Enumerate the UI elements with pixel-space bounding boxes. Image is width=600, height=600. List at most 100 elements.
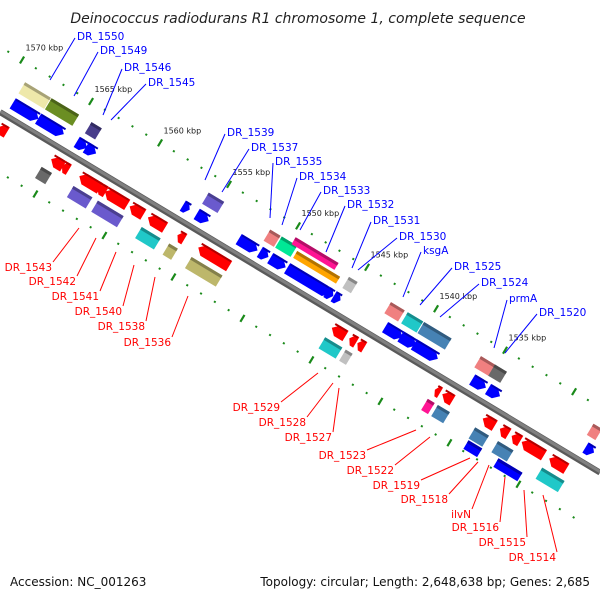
gene-box[interactable]: [488, 364, 507, 383]
forward-gene-label[interactable]: DR_1533: [323, 185, 370, 197]
gene-box[interactable]: [291, 237, 339, 270]
forward-gene-arrow[interactable]: [582, 442, 597, 457]
forward-gene-arrow[interactable]: [381, 321, 405, 343]
forward-gene-label[interactable]: DR_1537: [251, 142, 298, 154]
reverse-gene-arrow[interactable]: [76, 171, 104, 194]
forward-gene-label[interactable]: DR_1535: [275, 156, 322, 168]
gene-box[interactable]: [468, 427, 489, 447]
reverse-gene-label[interactable]: DR_1519: [373, 480, 420, 492]
reverse-gene-arrow[interactable]: [432, 385, 444, 398]
forward-gene-label[interactable]: DR_1524: [481, 277, 529, 289]
reverse-gene-arrow[interactable]: [546, 453, 570, 474]
forward-gene-arrow[interactable]: [35, 113, 67, 140]
gene-box[interactable]: [491, 441, 514, 462]
gene-box[interactable]: [463, 440, 483, 458]
forward-gene-arrow[interactable]: [9, 98, 42, 124]
forward-gene-arrow[interactable]: [73, 136, 90, 153]
gene-box[interactable]: [66, 186, 93, 209]
forward-gene-arrow[interactable]: [330, 291, 344, 305]
reverse-gene-arrow[interactable]: [102, 186, 131, 211]
forward-gene-arrow[interactable]: [397, 331, 419, 351]
gene-box[interactable]: [84, 122, 102, 140]
gene-box[interactable]: [401, 312, 424, 333]
gene-box[interactable]: [431, 404, 450, 424]
gene-box[interactable]: [384, 302, 405, 322]
reverse-gene-label[interactable]: DR_1523: [319, 450, 366, 462]
reverse-gene-arrow[interactable]: [329, 323, 349, 342]
reverse-gene-label[interactable]: ilvN: [451, 509, 471, 521]
gene-box[interactable]: [18, 82, 51, 109]
reverse-gene-arrow[interactable]: [48, 154, 67, 172]
reverse-gene-arrow[interactable]: [174, 230, 188, 245]
gene-box[interactable]: [421, 398, 435, 415]
gene-box[interactable]: [318, 337, 343, 359]
gene-box[interactable]: [493, 458, 523, 482]
reverse-gene-label[interactable]: DR_1518: [401, 494, 448, 506]
gene-box[interactable]: [586, 423, 600, 441]
reverse-gene-arrow[interactable]: [0, 122, 10, 138]
gene-box[interactable]: [184, 256, 223, 287]
reverse-gene-arrow[interactable]: [94, 182, 109, 198]
reverse-gene-arrow[interactable]: [346, 333, 360, 348]
gene-box[interactable]: [34, 166, 52, 185]
forward-gene-arrow[interactable]: [469, 374, 489, 393]
reverse-gene-label[interactable]: DR_1515: [479, 537, 526, 549]
forward-gene-label[interactable]: DR_1550: [77, 31, 124, 43]
gene-box[interactable]: [91, 200, 124, 228]
forward-gene-arrow[interactable]: [284, 263, 333, 299]
gene-box[interactable]: [162, 243, 178, 260]
gene-box[interactable]: [293, 251, 341, 284]
forward-gene-label[interactable]: DR_1525: [454, 261, 501, 273]
gene-box[interactable]: [417, 322, 452, 350]
reverse-gene-label[interactable]: DR_1538: [98, 321, 145, 333]
forward-gene-arrow[interactable]: [323, 286, 336, 301]
reverse-gene-arrow[interactable]: [439, 389, 456, 406]
reverse-gene-label[interactable]: DR_1527: [285, 432, 332, 444]
forward-gene-label[interactable]: DR_1534: [299, 171, 347, 183]
forward-gene-label[interactable]: DR_1531: [373, 215, 420, 227]
gene-box[interactable]: [342, 276, 358, 294]
forward-gene-arrow[interactable]: [179, 200, 193, 214]
reverse-gene-arrow[interactable]: [497, 424, 512, 440]
reverse-gene-label[interactable]: DR_1543: [5, 262, 52, 274]
reverse-gene-arrow[interactable]: [519, 437, 548, 461]
gene-box[interactable]: [535, 467, 565, 493]
reverse-gene-label[interactable]: DR_1514: [509, 552, 557, 564]
reverse-gene-label[interactable]: DR_1541: [52, 291, 99, 303]
forward-gene-arrow[interactable]: [193, 208, 212, 226]
forward-gene-arrow[interactable]: [235, 234, 261, 256]
gene-box[interactable]: [202, 192, 225, 214]
gene-box[interactable]: [44, 98, 80, 126]
forward-gene-label[interactable]: DR_1520: [539, 307, 586, 319]
forward-gene-label[interactable]: DR_1539: [227, 127, 274, 139]
gene-box[interactable]: [339, 349, 353, 365]
forward-gene-label[interactable]: DR_1530: [399, 231, 446, 243]
reverse-gene-label[interactable]: DR_1516: [452, 522, 500, 534]
reverse-gene-arrow[interactable]: [195, 242, 233, 272]
reverse-gene-label[interactable]: DR_1528: [259, 417, 306, 429]
gene-box[interactable]: [275, 236, 298, 257]
forward-gene-label[interactable]: prmA: [509, 293, 538, 305]
reverse-gene-arrow[interactable]: [509, 431, 524, 447]
reverse-gene-label[interactable]: DR_1542: [29, 276, 76, 288]
reverse-gene-arrow[interactable]: [59, 160, 72, 175]
forward-gene-label[interactable]: DR_1532: [347, 199, 394, 211]
reverse-gene-label[interactable]: DR_1529: [233, 402, 280, 414]
reverse-gene-arrow[interactable]: [480, 413, 498, 431]
reverse-gene-arrow[interactable]: [354, 338, 368, 353]
forward-gene-arrow[interactable]: [484, 383, 503, 401]
forward-gene-label[interactable]: ksgA: [423, 245, 449, 257]
forward-gene-arrow[interactable]: [82, 142, 99, 158]
reverse-gene-arrow[interactable]: [145, 212, 169, 233]
gene-box[interactable]: [135, 227, 161, 250]
forward-gene-arrow[interactable]: [267, 252, 289, 273]
gene-box[interactable]: [263, 229, 281, 247]
reverse-gene-label[interactable]: DR_1522: [347, 465, 394, 477]
forward-gene-arrow[interactable]: [410, 339, 441, 364]
reverse-gene-arrow[interactable]: [127, 201, 147, 220]
forward-gene-label[interactable]: DR_1545: [148, 77, 195, 89]
forward-gene-label[interactable]: DR_1549: [100, 45, 147, 57]
forward-gene-arrow[interactable]: [256, 246, 272, 262]
reverse-gene-label[interactable]: DR_1536: [124, 337, 172, 349]
reverse-gene-label[interactable]: DR_1540: [75, 306, 122, 318]
